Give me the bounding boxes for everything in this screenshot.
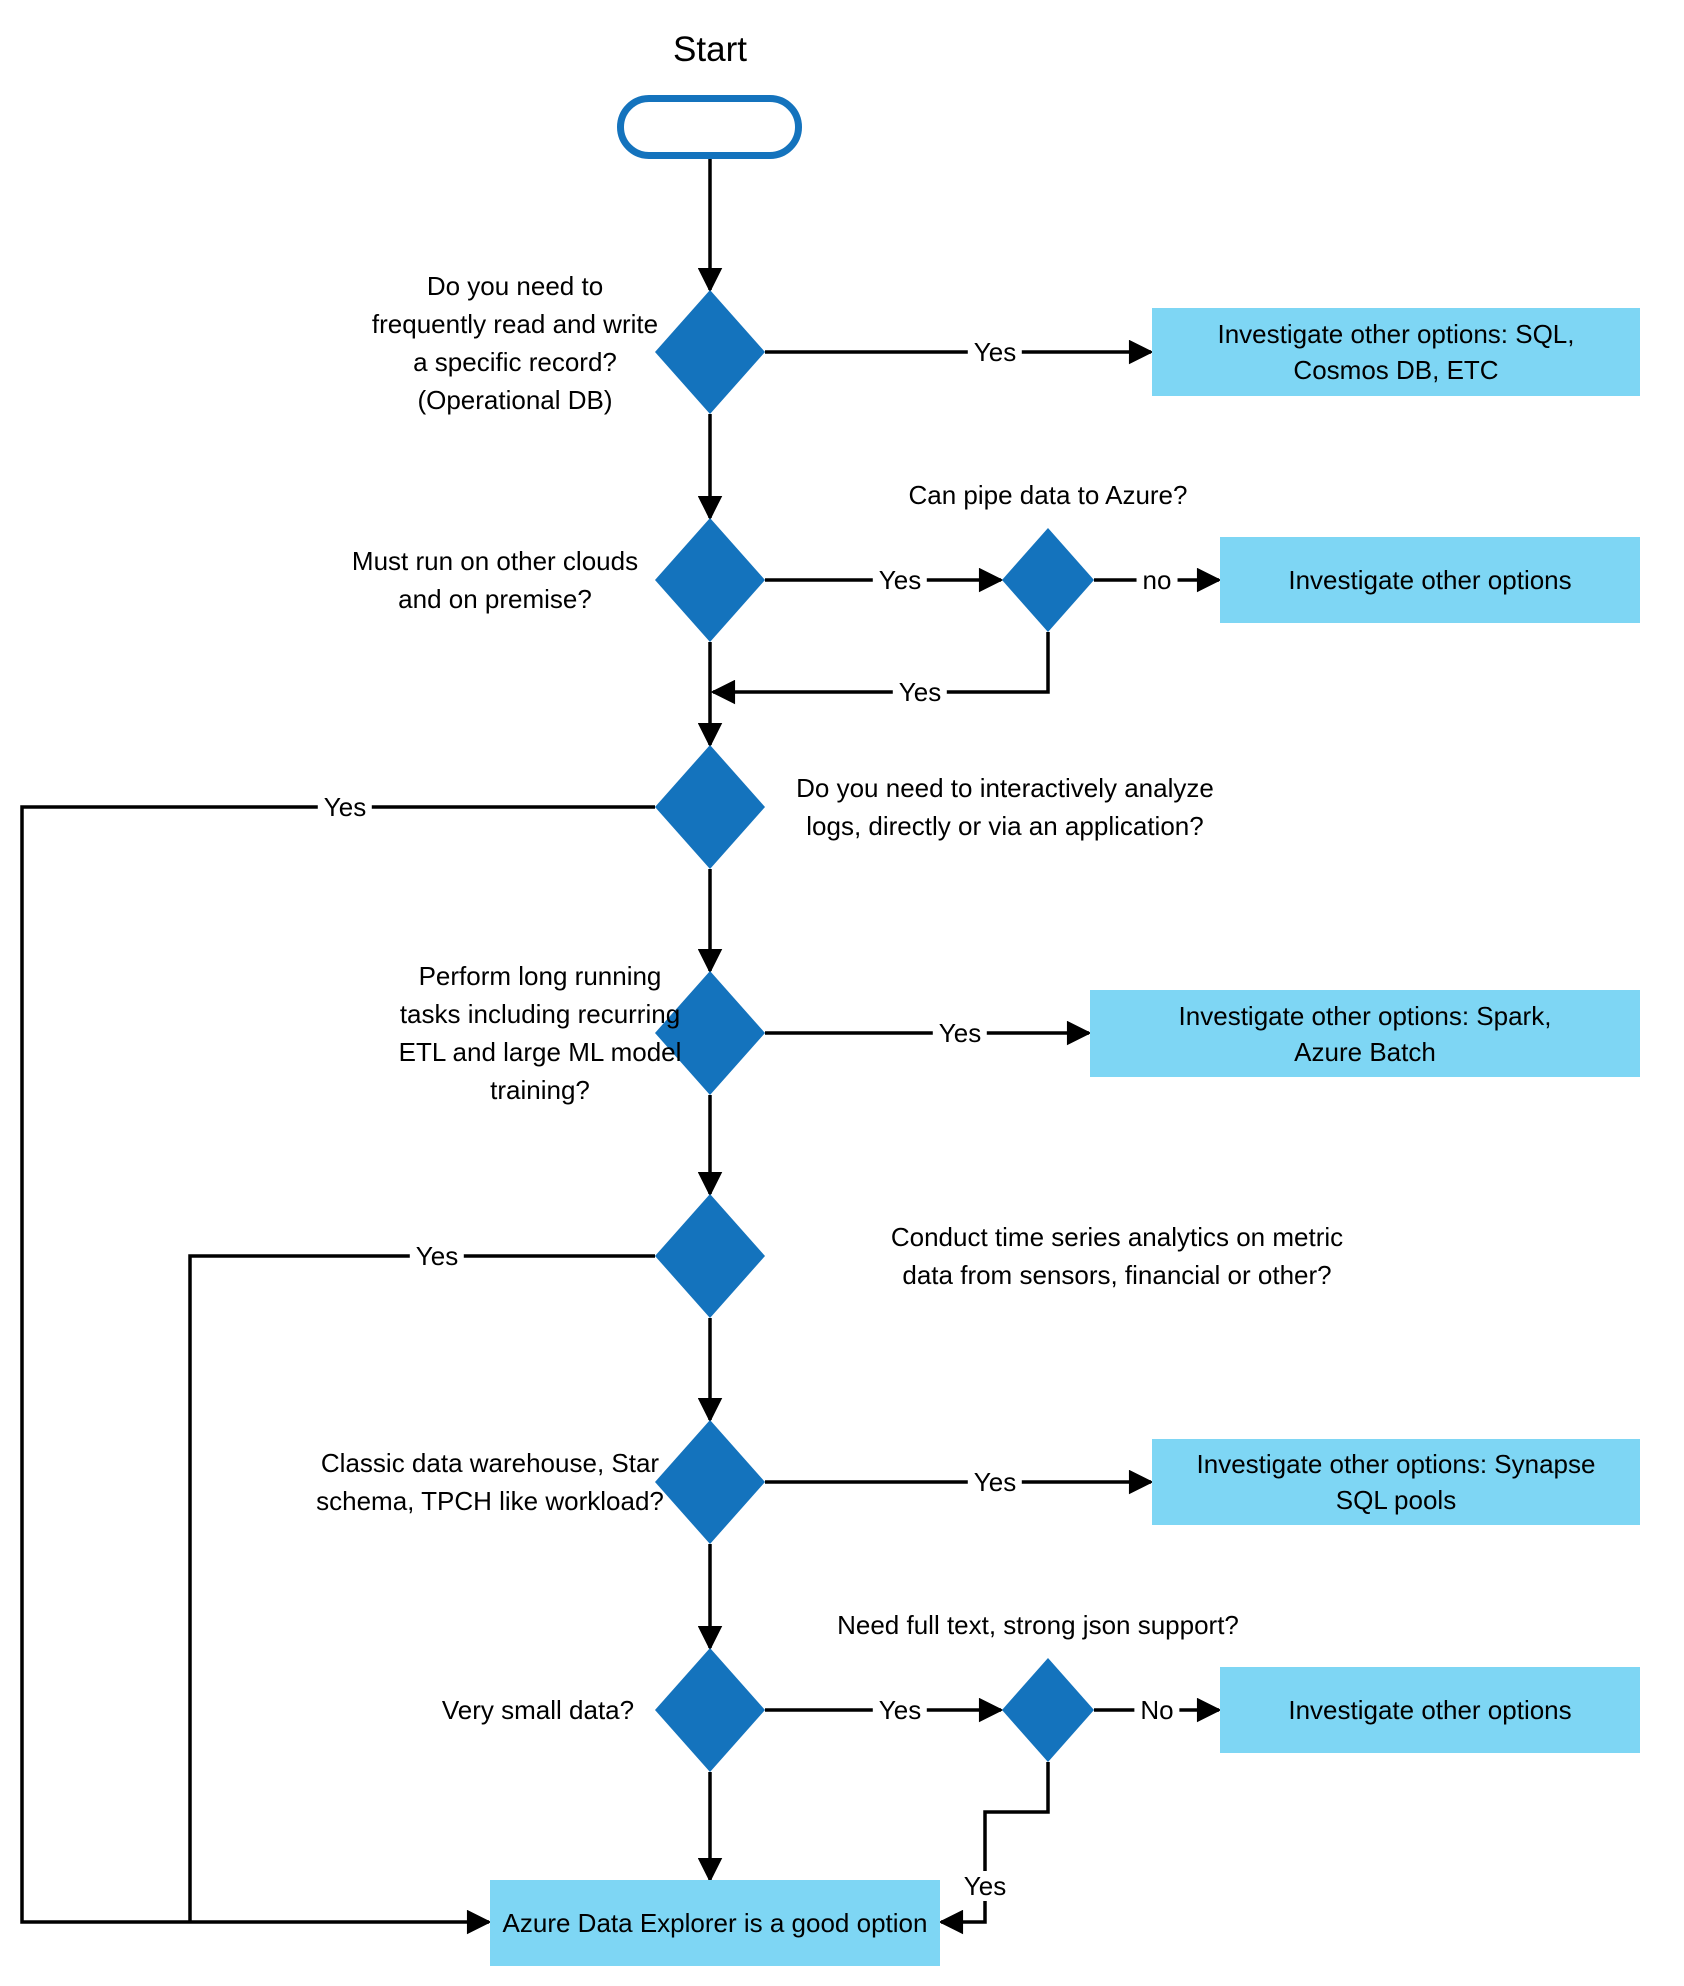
- outcome-box-synapse: Investigate other options: Synapse SQL p…: [1152, 1439, 1640, 1525]
- outcome-box-other-options-top: Investigate other options: [1220, 537, 1640, 623]
- question-operational-db: Do you need to frequently read and write…: [371, 271, 659, 415]
- question-long-running-tasks: Perform long running tasks including rec…: [398, 961, 682, 1105]
- question-pipe-to-azure: Can pipe data to Azure?: [908, 480, 1188, 510]
- decision-diamond-q6: [655, 1420, 765, 1544]
- question-full-text-json: Need full text, strong json support?: [837, 1610, 1239, 1640]
- start-node: [617, 95, 802, 159]
- edge-label-q7-yes: Yes: [872, 1695, 928, 1725]
- decision-diamond-q4: [655, 971, 765, 1095]
- edge-label-q7b-yes: Yes: [957, 1871, 1013, 1901]
- edge-label-q4-yes: Yes: [932, 1018, 988, 1048]
- edge-label-q2-yes: Yes: [872, 565, 928, 595]
- connector-q5-yes-to-final: [188, 1254, 655, 1922]
- start-label: Start: [673, 30, 747, 69]
- edge-label-q2b-yes: Yes: [892, 677, 948, 707]
- connector-q7b-yes-to-final: [938, 1762, 1050, 1935]
- decision-diamond-q1: [655, 290, 765, 414]
- outcome-box-azure-data-explorer: Azure Data Explorer is a good option: [490, 1880, 940, 1966]
- question-other-clouds: Must run on other clouds and on premise?: [351, 546, 639, 614]
- edge-label-q1-yes: Yes: [967, 337, 1023, 367]
- decision-diamond-q7b: [1002, 1658, 1094, 1762]
- edge-label-q6-yes: Yes: [967, 1467, 1023, 1497]
- outcome-box-spark-batch: Investigate other options: Spark, Azure …: [1090, 990, 1640, 1077]
- decision-diamond-q5: [655, 1194, 765, 1318]
- edge-label-q3-yes: Yes: [317, 792, 373, 822]
- edge-label-q7b-no: No: [1134, 1695, 1180, 1725]
- question-analyze-logs: Do you need to interactively analyze log…: [796, 773, 1214, 841]
- question-classic-warehouse: Classic data warehouse, Star schema, TPC…: [316, 1448, 664, 1516]
- question-time-series: Conduct time series analytics on metric …: [890, 1222, 1344, 1290]
- edge-label-q2b-no: no: [1136, 565, 1178, 595]
- outcome-box-sql-cosmos: Investigate other options: SQL, Cosmos D…: [1152, 308, 1640, 396]
- connector-q2b-yes-return: [710, 632, 1050, 705]
- decision-diamond-q2: [655, 518, 765, 642]
- decision-diamond-q7: [655, 1648, 765, 1772]
- question-very-small-data: Very small data?: [441, 1695, 635, 1725]
- decision-diamond-q3: [655, 745, 765, 869]
- outcome-box-other-options-bottom: Investigate other options: [1220, 1667, 1640, 1753]
- edge-label-q5-yes: Yes: [409, 1241, 465, 1271]
- decision-diamond-q2b: [1002, 528, 1094, 632]
